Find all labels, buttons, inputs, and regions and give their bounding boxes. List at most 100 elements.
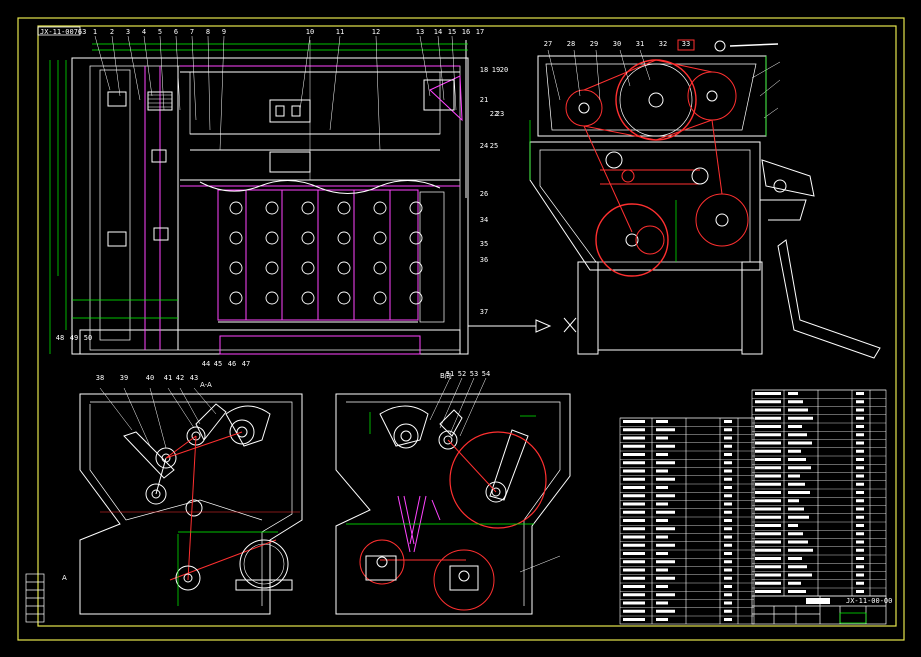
- table-cell-qty: [856, 425, 864, 428]
- table-cell-code: [623, 535, 645, 539]
- table-cell-name: [788, 557, 802, 560]
- table-cell-qty: [724, 576, 732, 580]
- table-cell-code: [755, 515, 781, 519]
- table-cell-code: [755, 524, 781, 527]
- table-cell-name: [656, 436, 668, 440]
- parts-list-table: [619, 389, 887, 625]
- balloon-label: 4: [142, 28, 146, 36]
- table-cell-qty: [724, 609, 732, 613]
- screen-hole: [373, 291, 387, 305]
- balloon-label: 29: [590, 40, 598, 48]
- screen-hole: [229, 261, 243, 275]
- table-cell-code: [623, 461, 645, 465]
- screen-hole: [265, 231, 279, 245]
- table-cell-qty: [724, 494, 732, 498]
- table-cell-code: [755, 433, 781, 437]
- balloon-label: 1: [93, 28, 97, 36]
- screen-hole: [373, 261, 387, 275]
- screen-hole: [301, 261, 315, 275]
- table-cell-name: [656, 519, 668, 522]
- table-cell-qty: [724, 527, 732, 531]
- screen-hole: [265, 291, 279, 305]
- header-code-box: JX-11-00763: [37, 26, 86, 36]
- screen-hole: [337, 201, 351, 215]
- table-cell-name: [788, 433, 807, 437]
- table-cell-qty: [856, 400, 864, 404]
- table-cell-qty: [724, 543, 732, 547]
- balloon-label: 14: [434, 28, 442, 36]
- table-cell-qty: [856, 416, 864, 420]
- table-cell-code: [755, 466, 781, 470]
- table-cell-name: [656, 486, 668, 489]
- table-cell-code: [755, 441, 781, 445]
- balloon-label: 37: [480, 308, 488, 316]
- screen-hole: [265, 201, 279, 215]
- balloon-label: 21: [480, 96, 488, 104]
- table-cell-name: [656, 593, 675, 597]
- table-cell-qty: [856, 466, 864, 470]
- screen-hole: [373, 201, 387, 215]
- table-cell-name: [656, 453, 668, 456]
- table-cell-code: [623, 510, 645, 514]
- balloon-label: 38: [96, 374, 104, 382]
- table-cell-code: [755, 590, 781, 593]
- table-cell-name: [656, 543, 675, 547]
- screen-hole: [301, 291, 315, 305]
- table-cell-name: [656, 444, 675, 448]
- table-cell-qty: [856, 515, 864, 519]
- table-cell-qty: [856, 565, 864, 569]
- table-cell-name: [788, 581, 801, 585]
- table-cell-qty: [724, 535, 732, 539]
- screen-hole: [409, 291, 423, 305]
- balloon-label: 46: [228, 360, 236, 368]
- balloon-label: 27: [544, 40, 552, 48]
- screen-hole: [301, 231, 315, 245]
- balloon-label: 18: [480, 66, 488, 74]
- table-cell-qty: [724, 585, 732, 588]
- table-cell-qty: [856, 474, 864, 478]
- table-cell-name: [788, 491, 810, 494]
- balloon-label: 50: [84, 334, 92, 342]
- table-cell-name: [788, 590, 806, 593]
- table-cell-name: [788, 466, 811, 470]
- table-cell-qty: [724, 593, 732, 597]
- balloon-label: 12: [372, 28, 380, 36]
- table-cell-qty: [856, 441, 864, 445]
- table-cell-code: [755, 573, 781, 577]
- table-cell-qty: [724, 420, 732, 423]
- table-cell-qty: [724, 568, 732, 572]
- table-cell-qty: [856, 548, 864, 552]
- table-cell-code: [623, 502, 645, 506]
- table-cell-name: [788, 499, 799, 503]
- table-cell-qty: [856, 581, 864, 585]
- table-cell-qty: [724, 502, 732, 506]
- table-cell-name: [656, 494, 675, 498]
- table-cell-name: [656, 469, 668, 473]
- balloon-label: 52: [458, 370, 466, 378]
- table-cell-name: [656, 601, 668, 605]
- table-cell-name: [788, 408, 808, 412]
- table-cell-qty: [856, 392, 864, 395]
- table-cell-qty: [856, 590, 864, 593]
- table-cell-code: [755, 458, 781, 461]
- table-cell-code: [623, 519, 645, 522]
- table-cell-qty: [724, 618, 732, 621]
- table-cell-name: [788, 524, 798, 527]
- table-cell-qty: [724, 519, 732, 522]
- table-cell-name: [788, 392, 798, 395]
- front-view: [49, 35, 552, 355]
- table-cell-code: [623, 444, 645, 448]
- balloon-label: 13: [416, 28, 424, 36]
- table-cell-name: [788, 573, 812, 577]
- table-cell-qty: [724, 453, 732, 456]
- table-cell-code: [623, 469, 645, 473]
- table-cell-name: [788, 449, 801, 453]
- table-cell-qty: [724, 560, 732, 564]
- balloon-label: 33: [682, 40, 690, 48]
- table-cell-qty: [856, 557, 864, 560]
- table-cell-name: [656, 461, 675, 465]
- table-cell-name: [788, 425, 802, 428]
- title-block-name-field: [806, 598, 830, 604]
- balloon-label: 45: [214, 360, 222, 368]
- section-b: [335, 377, 571, 615]
